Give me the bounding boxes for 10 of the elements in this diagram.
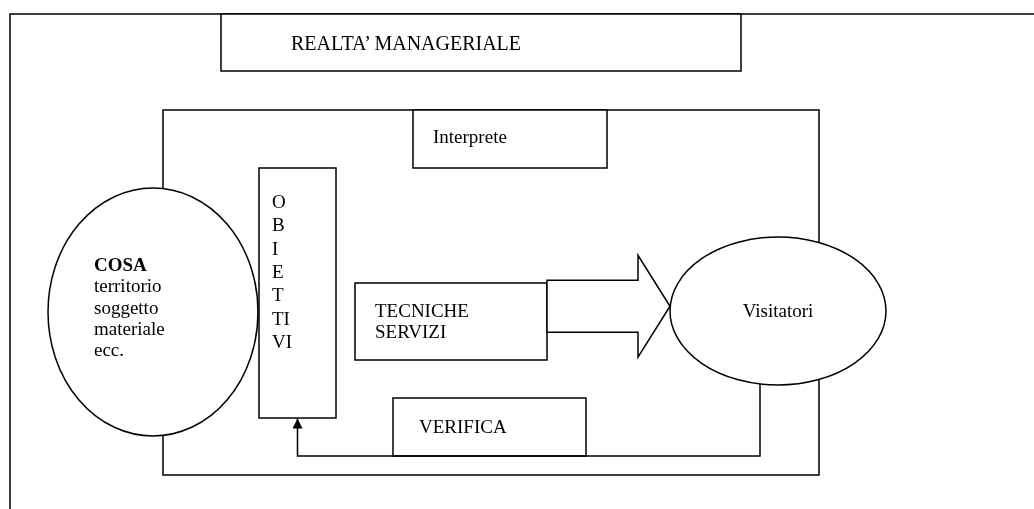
node-label: Visitatori — [742, 300, 814, 322]
feedback-arrow — [292, 383, 761, 457]
node-text: territorio soggetto materiale ecc. — [94, 275, 166, 361]
node-label: REALTA’ MANAGERIALE — [291, 32, 522, 55]
node-label: VERIFICA — [419, 416, 507, 438]
node-label: O B I E T TI VI — [272, 190, 293, 354]
block-arrow — [546, 252, 671, 360]
node-label: Interprete — [433, 126, 507, 148]
node-label: TECNICHE SERVIZI — [375, 300, 470, 343]
node-heading: COSA — [94, 254, 147, 276]
